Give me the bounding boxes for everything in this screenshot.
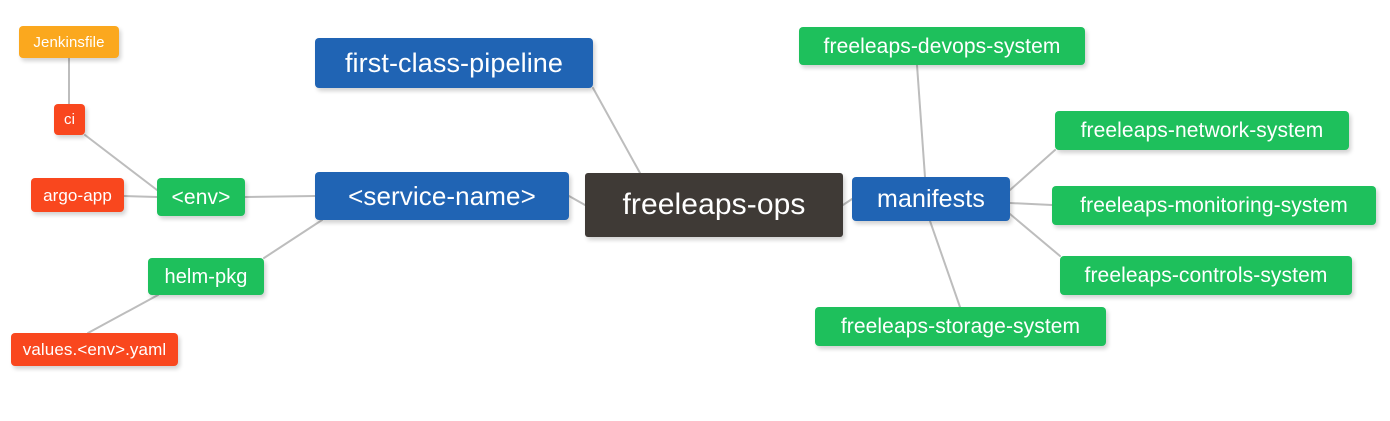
node-service-name[interactable]: <service-name>	[315, 172, 569, 220]
node-label-first-class-pipeline: first-class-pipeline	[344, 47, 564, 78]
node-label-env: <env>	[171, 185, 231, 209]
node-freeleaps-monitoring-system[interactable]: freeleaps-monitoring-system	[1052, 186, 1376, 225]
node-freeleaps-network-system[interactable]: freeleaps-network-system	[1055, 111, 1349, 150]
node-label-freeleaps-storage-system: freeleaps-storage-system	[840, 315, 1081, 338]
node-freeleaps-devops-system[interactable]: freeleaps-devops-system	[799, 27, 1085, 65]
node-jenkinsfile[interactable]: Jenkinsfile	[19, 26, 119, 58]
node-values-yaml[interactable]: values.<env>.yaml	[11, 333, 178, 366]
node-freeleaps-controls-system[interactable]: freeleaps-controls-system	[1060, 256, 1352, 295]
edge-service-name-to-helm-pkg	[263, 219, 323, 259]
edge-root-to-manifests	[842, 198, 853, 206]
node-root[interactable]: freeleaps-ops	[585, 173, 843, 237]
node-label-helm-pkg: helm-pkg	[164, 265, 248, 288]
node-freeleaps-storage-system[interactable]: freeleaps-storage-system	[815, 307, 1106, 346]
edge-service-name-to-env	[244, 195, 316, 198]
node-first-class-pipeline[interactable]: first-class-pipeline	[315, 38, 593, 88]
node-label-jenkinsfile: Jenkinsfile	[33, 33, 105, 51]
edge-manifests-to-freeleaps-network-system	[1009, 149, 1056, 191]
node-label-service-name: <service-name>	[348, 181, 536, 211]
node-label-argo-app: argo-app	[43, 185, 112, 205]
edge-manifests-to-freeleaps-storage-system	[929, 220, 961, 308]
edge-root-to-first-class-pipeline	[592, 87, 641, 174]
edge-manifests-to-freeleaps-monitoring-system	[1009, 202, 1053, 206]
node-ci[interactable]: ci	[54, 104, 85, 135]
node-label-root: freeleaps-ops	[622, 188, 806, 221]
node-label-freeleaps-devops-system: freeleaps-devops-system	[823, 34, 1061, 58]
edge-helm-pkg-to-values-yaml	[87, 294, 159, 334]
node-manifests[interactable]: manifests	[852, 177, 1010, 221]
edge-root-to-service-name	[568, 195, 586, 206]
node-label-values-yaml: values.<env>.yaml	[22, 340, 167, 359]
node-label-freeleaps-monitoring-system: freeleaps-monitoring-system	[1080, 194, 1348, 217]
edge-manifests-to-freeleaps-devops-system	[916, 64, 926, 178]
node-helm-pkg[interactable]: helm-pkg	[148, 258, 264, 295]
node-label-manifests: manifests	[877, 184, 985, 213]
node-label-freeleaps-network-system: freeleaps-network-system	[1080, 119, 1324, 142]
edge-env-to-argo-app	[123, 195, 158, 198]
node-label-freeleaps-controls-system: freeleaps-controls-system	[1084, 264, 1328, 287]
node-label-ci: ci	[63, 111, 76, 128]
node-argo-app[interactable]: argo-app	[31, 178, 124, 212]
node-env[interactable]: <env>	[157, 178, 245, 216]
